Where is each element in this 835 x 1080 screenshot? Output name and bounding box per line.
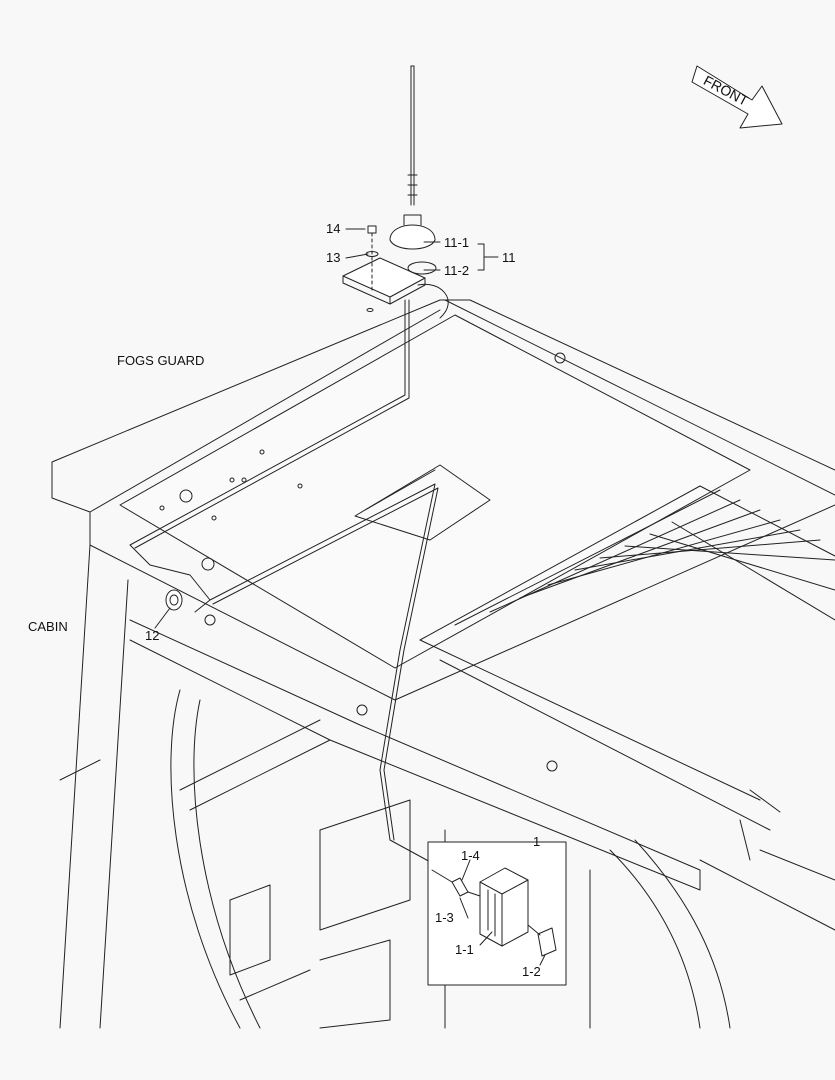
callout-11-2: 11-2: [444, 263, 469, 278]
guard-bars: [419, 485, 835, 861]
fogs-guard-top: [51, 299, 835, 772]
callout-1: 1: [533, 834, 540, 849]
antenna-bracket: [342, 257, 437, 305]
bolt-icon: [365, 225, 379, 312]
cabin-interior: [179, 719, 591, 1029]
radio-unit: [479, 867, 529, 947]
leader-lines: [154, 228, 546, 966]
callout-11: 11: [502, 250, 516, 265]
callout-11-1: 11-1: [444, 235, 469, 250]
callout-1-2: 1-2: [522, 964, 541, 979]
grommet-icon: [165, 589, 183, 611]
callout-1-3: 1-3: [435, 910, 454, 925]
cabin-frame: [59, 544, 835, 1029]
callout-14: 14: [326, 221, 340, 236]
antenna-base: [389, 214, 436, 250]
antenna-cable: [129, 283, 449, 871]
callout-12: 12: [145, 628, 159, 643]
connector-icon: [527, 924, 557, 957]
cabin-label: CABIN: [28, 619, 68, 634]
fogs-guard-label: FOGS GUARD: [117, 353, 204, 368]
callout-1-4: 1-4: [461, 848, 480, 863]
fuse-icon: [431, 869, 481, 897]
callout-1-1: 1-1: [455, 942, 474, 957]
front-arrow-icon: [691, 65, 783, 129]
callout-13: 13: [326, 250, 340, 265]
antenna-whip: [407, 65, 418, 206]
